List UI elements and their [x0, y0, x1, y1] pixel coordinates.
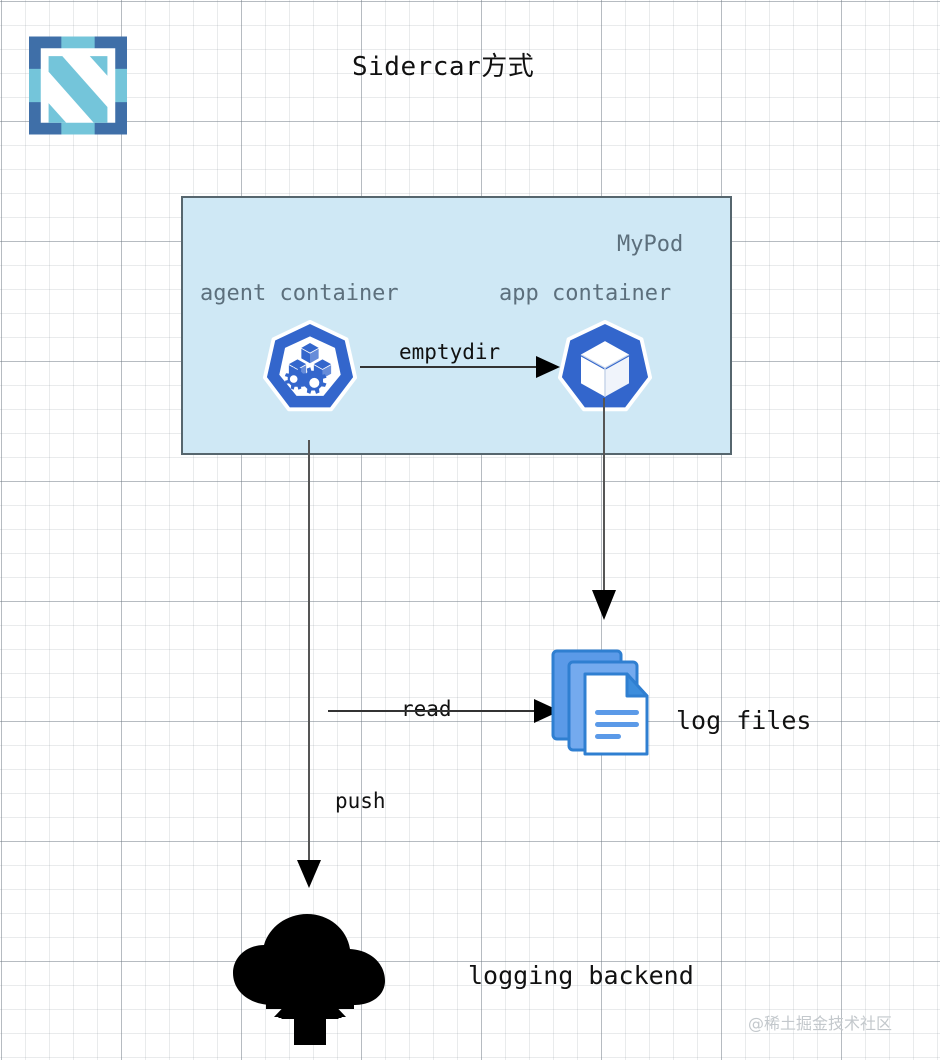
app-container-label: app container [499, 281, 672, 306]
read-edge-label: read [401, 697, 452, 721]
push-arrow [297, 440, 321, 888]
log-files-label: log files [676, 706, 812, 735]
cloud-upload-icon [233, 914, 385, 1045]
document-stack-icon [551, 649, 649, 756]
read-arrow [328, 699, 560, 723]
emptydir-edge-label: emptydir [399, 340, 501, 364]
juejin-logo-icon [29, 36, 127, 135]
push-edge-label: push [335, 789, 386, 813]
agent-container-label: agent container [200, 281, 399, 306]
pod-name-label: MyPod [617, 232, 684, 257]
page-title: Sidercar方式 [352, 52, 535, 82]
pod-boundary-box [181, 196, 732, 455]
watermark-text: @稀土掘金技术社区 [748, 1014, 893, 1033]
emptydir-arrow [360, 356, 560, 378]
app-to-logfiles-arrow [592, 398, 616, 620]
k8s-agent-cubes-gears-icon [262, 320, 358, 412]
logging-backend-label: logging backend [468, 961, 694, 990]
